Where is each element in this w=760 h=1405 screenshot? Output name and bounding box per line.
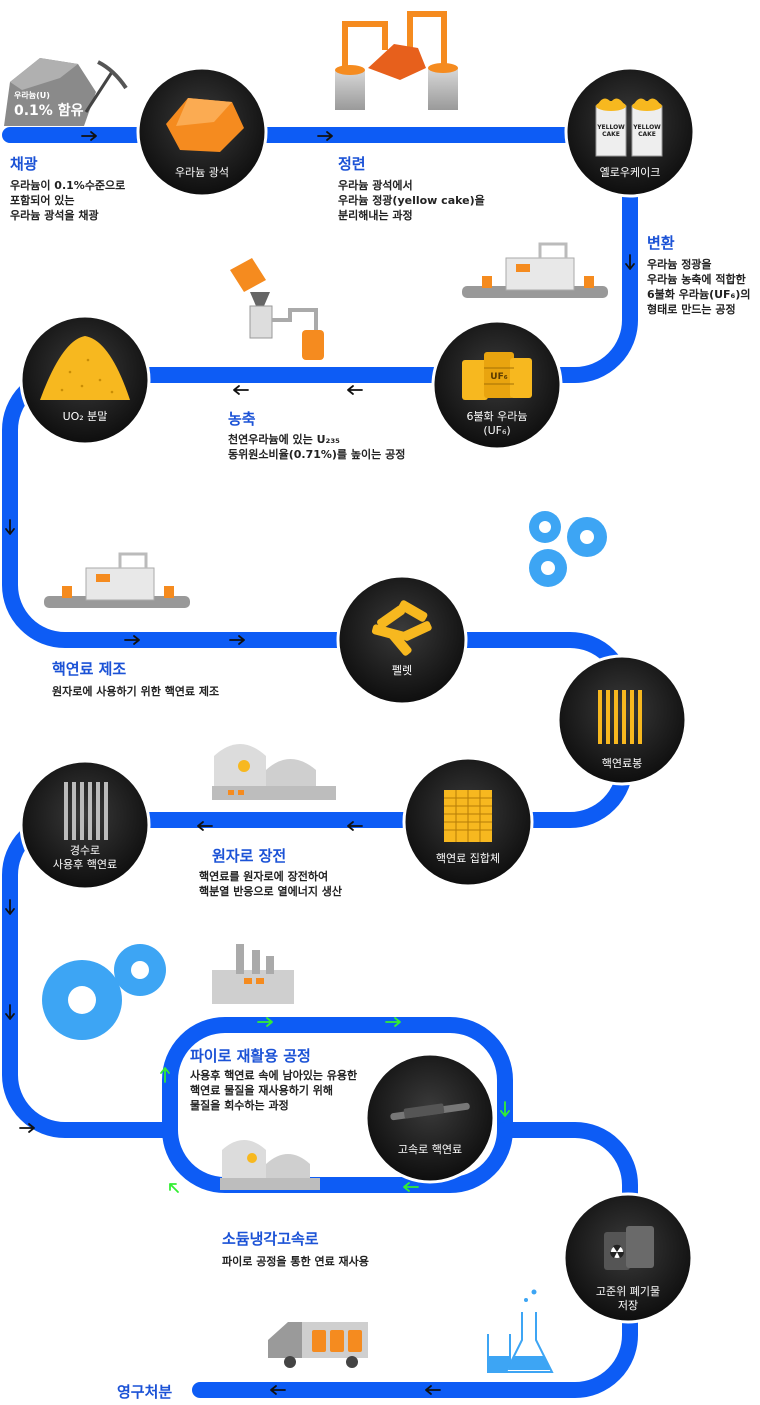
arrow-left-icon bbox=[197, 821, 213, 831]
node-waste-label-line1: 고준위 폐기물 bbox=[595, 1285, 661, 1298]
ore-pickaxe-icon bbox=[4, 58, 128, 126]
arrow-left-icon bbox=[425, 1385, 441, 1395]
step-sfr-title: 소듐냉각고속로 bbox=[222, 1230, 319, 1248]
arrow-left-icon bbox=[347, 385, 363, 395]
arrow-left-icon bbox=[403, 1182, 419, 1192]
step-conversion-desc: 우라늄 정광을 우라늄 농축에 적합한 6불화 우라늄(UF₆)의 형태로 만드… bbox=[647, 258, 751, 316]
arrow-up-icon bbox=[160, 1067, 170, 1083]
truck-icon bbox=[268, 1322, 368, 1368]
node-uf6-label-line1: 6불화 우라늄 bbox=[466, 410, 528, 423]
node-spent-circle bbox=[19, 759, 151, 891]
arrow-up-left-icon bbox=[169, 1183, 179, 1193]
spent-fuel-rods-icon bbox=[64, 782, 108, 840]
node-pellet-label: 펠렛 bbox=[391, 664, 413, 677]
arrow-down-icon bbox=[500, 1101, 510, 1117]
centrifuge-icon bbox=[230, 258, 324, 360]
node-fast-fuel-circle bbox=[364, 1052, 496, 1184]
arrow-right-icon bbox=[229, 635, 245, 645]
pyro-factory-icon bbox=[212, 944, 294, 1004]
node-uo2-label: UO₂ 분말 bbox=[62, 410, 108, 423]
sfr-reactor-icon bbox=[220, 1140, 320, 1190]
ore-content-label-line2: 0.1% 함유 bbox=[14, 103, 84, 119]
arrow-down-icon bbox=[5, 519, 15, 535]
arrow-left-icon bbox=[233, 385, 249, 395]
node-spent-label-line2: 사용후 핵연료 bbox=[52, 858, 118, 871]
step-pyro-title: 파이로 재활용 공정 bbox=[190, 1047, 311, 1065]
reactor-building-icon bbox=[212, 744, 336, 800]
step-mining-title: 채광 bbox=[10, 155, 38, 173]
arrow-down-icon bbox=[625, 254, 635, 270]
uf6-drum-label: UF₆ bbox=[490, 372, 508, 382]
step-fabrication-desc: 원자로에 사용하기 위한 핵연료 제조 bbox=[52, 685, 220, 698]
arrow-down-icon bbox=[5, 1004, 15, 1020]
gears-icon bbox=[529, 511, 607, 587]
powder-pile-icon bbox=[40, 336, 130, 400]
arrow-right-icon bbox=[81, 131, 97, 141]
step-enrichment-title: 농축 bbox=[228, 410, 256, 428]
step-refining-title: 정련 bbox=[338, 155, 366, 173]
yellowcake-drum-label: YELLOW CAKE bbox=[633, 124, 661, 138]
node-rod-label: 핵연료봉 bbox=[601, 757, 643, 770]
pellets-icon bbox=[371, 600, 432, 656]
node-yellowcake-label: 옐로우케이크 bbox=[599, 166, 661, 179]
step-loading-title: 원자로 장전 bbox=[212, 847, 287, 865]
yellowcake-drums-icon bbox=[595, 98, 663, 157]
node-yellowcake-circle bbox=[564, 66, 696, 198]
step-loading-desc: 핵연료를 원자로에 장전하여 핵분열 반응으로 열에너지 생산 bbox=[199, 870, 343, 898]
flow-arrows bbox=[5, 131, 635, 1395]
uf6-drums-icon bbox=[462, 352, 532, 400]
node-spent-label-line1: 경수로 bbox=[69, 844, 101, 857]
node-fast-fuel-label: 고속로 핵연료 bbox=[397, 1143, 463, 1156]
step-disposal-title: 영구처분 bbox=[117, 1383, 173, 1401]
arrow-left-icon bbox=[270, 1385, 286, 1395]
node-assembly-label: 핵연료 집합체 bbox=[435, 852, 501, 865]
node-waste-label-line2: 저장 bbox=[617, 1299, 639, 1312]
arrow-right-icon bbox=[385, 1017, 401, 1027]
step-fabrication-title: 핵연료 제조 bbox=[52, 660, 127, 678]
arrow-right-icon bbox=[124, 635, 140, 645]
refining-tanks-icon bbox=[335, 11, 458, 110]
ore-rock-icon bbox=[166, 98, 244, 152]
node-ore-label: 우라늄 광석 bbox=[174, 166, 230, 179]
step-enrichment-desc: 천연우라늄에 있는 U₂₃₅ 동위원소비율(0.71%)를 높이는 공정 bbox=[228, 433, 406, 461]
fuel-assembly-icon bbox=[444, 790, 492, 842]
arrow-right-icon bbox=[317, 131, 333, 141]
step-sfr-desc: 파이로 공정을 통한 연료 재사용 bbox=[222, 1255, 369, 1268]
fast-reactor-fuel-icon bbox=[390, 1102, 470, 1121]
waste-drums-icon bbox=[604, 1226, 654, 1270]
ore-content-label-line1: 우라늄(U) bbox=[14, 91, 50, 100]
arrow-right-icon bbox=[19, 1123, 35, 1133]
arrow-right-icon bbox=[257, 1017, 273, 1027]
loop-arrows bbox=[160, 1017, 510, 1193]
step-pyro-desc: 사용후 핵연료 속에 남아있는 유용한 핵연료 물질을 재사용하기 위해 물질을… bbox=[190, 1069, 358, 1112]
step-refining-desc: 우라늄 광석에서 우라늄 정광(yellow cake)을 분리해내는 과정 bbox=[338, 179, 485, 222]
factory-conveyor-icon bbox=[462, 242, 608, 298]
arrow-left-icon bbox=[347, 821, 363, 831]
lab-flask-icon bbox=[487, 1289, 554, 1373]
yellowcake-drum-label: YELLOW CAKE bbox=[597, 124, 625, 138]
fuel-rods-icon bbox=[598, 690, 642, 744]
fabrication-factory-icon bbox=[44, 552, 190, 608]
step-mining-desc: 우라늄이 0.1%수준으로 포함되어 있는 우라늄 광석을 채광 bbox=[10, 179, 126, 222]
step-conversion-title: 변환 bbox=[647, 234, 675, 252]
node-uf6-label-line2: (UF₆) bbox=[483, 424, 511, 437]
gears-icon bbox=[42, 944, 166, 1040]
arrow-down-icon bbox=[5, 899, 15, 915]
